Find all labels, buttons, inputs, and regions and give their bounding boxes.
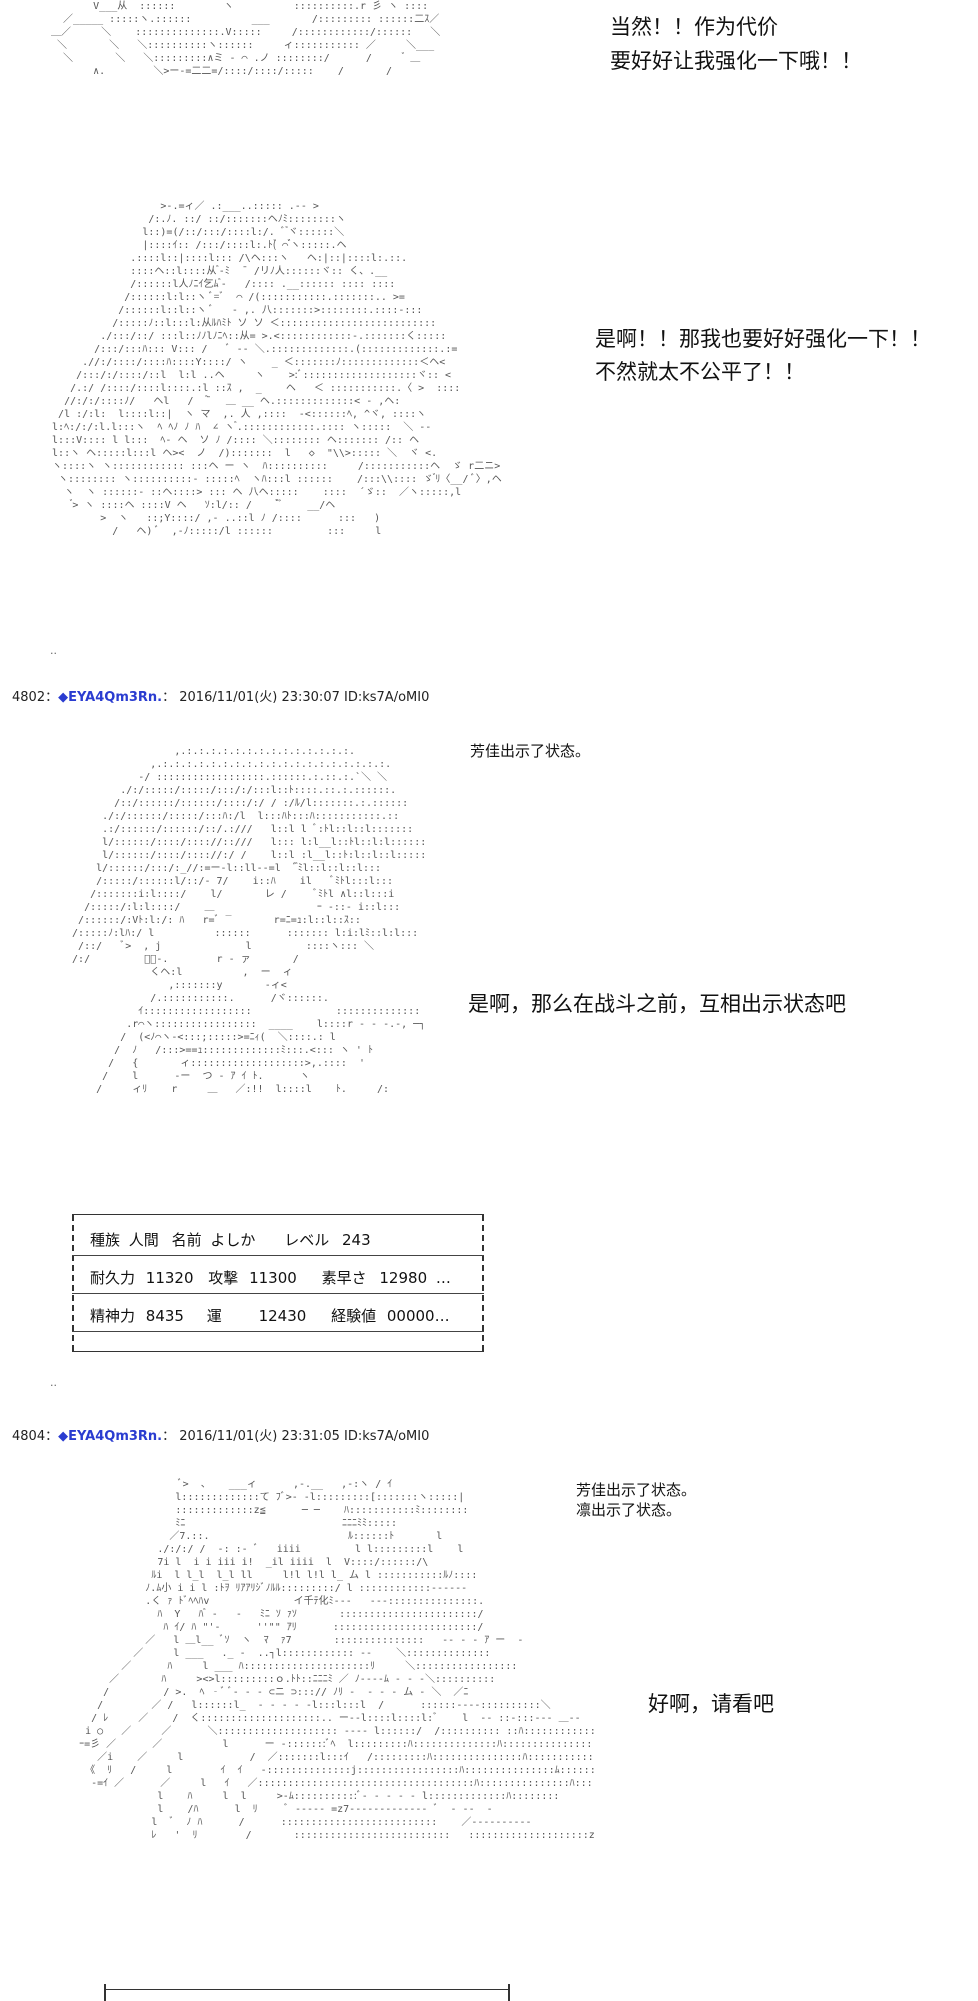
ascii-art-rin: ﾞ> 、 ___ィ ,‐.__ ,‐:ヽ / ｲ l:::::::::::::て… [79, 1479, 595, 1841]
post-author[interactable]: ◆EYA4Qm3Rn. [58, 690, 163, 705]
dialogue-line-3: 是啊，那么在战斗之前，互相出示状态吧 [468, 992, 846, 1016]
stat-row-2-tail: … [435, 1269, 451, 1287]
bottom-box-right-tick [508, 1984, 510, 2001]
stat-value-level: 243 [341, 1231, 371, 1249]
ascii-art-yoshika: ,.:.:.:.:.:.:.:.:.:.:.:.:.:.:. ,.:.:.:.:… [72, 746, 427, 1095]
stat-label-durability: 耐久力 [90, 1269, 136, 1287]
narration-1: 芳佳出示了状态。 [470, 742, 591, 760]
stat-value-durability: 11320 [145, 1269, 194, 1287]
stat-label-experience: 経験値 [331, 1307, 377, 1325]
stat-value-attack: 11300 [249, 1269, 297, 1287]
post-separator: ： [45, 1429, 59, 1444]
post-id[interactable]: ID:ks7A/oMI0 [344, 1429, 430, 1444]
stat-label-race: 種族 [90, 1231, 121, 1249]
dialogue-line-2a: 是啊！！那我也要好好强化一下！！ [595, 327, 931, 351]
post-colon: ： [162, 1429, 176, 1444]
status-divider-1 [72, 1255, 484, 1256]
status-row-2: 耐久力 11320 攻撃 11300 素早さ 12980 … [90, 1267, 451, 1288]
status-divider-2 [72, 1293, 484, 1294]
status-row-1: 種族 人間 名前 よしか レベル 243 [90, 1229, 371, 1250]
stat-label-speed: 素早さ [321, 1269, 367, 1287]
ascii-art-two-characters: >‐.=ィ／ .:___..::::: .‐‐ > /:.ﾉ. ::/ ::/:… [52, 201, 502, 537]
post-header-4804: 4804：◆EYA4Qm3Rn.： 2016/11/01(火) 23:31:05… [12, 1429, 429, 1445]
dialogue-line-2b: 不然就太不公平了！！ [595, 360, 805, 384]
post-datetime: 2016/11/01(火) 23:31:05 [179, 1429, 340, 1444]
post-separator: ： [45, 690, 59, 705]
post-datetime: 2016/11/01(火) 23:30:07 [179, 690, 340, 705]
ellipsis-mark: .. [50, 644, 57, 657]
post-id[interactable]: ID:ks7A/oMI0 [344, 690, 430, 705]
narration-2: 芳佳出示了状态。 [576, 1481, 697, 1499]
narration-3: 凛出示了状态。 [576, 1501, 682, 1519]
post-number: 4804 [12, 1429, 46, 1444]
status-box-left-border [72, 1215, 74, 1351]
stat-value-experience: 00000… [386, 1307, 450, 1325]
stat-value-luck: 12430 [258, 1307, 307, 1325]
post-number: 4802 [12, 690, 46, 705]
stat-label-name: 名前 [171, 1231, 202, 1249]
post-author[interactable]: ◆EYA4Qm3Rn. [58, 1429, 163, 1444]
post-colon: ： [162, 690, 176, 705]
stat-label-level: レベル [284, 1231, 330, 1249]
bottom-box-border [104, 1984, 510, 2001]
dialogue-line-4: 好啊，请看吧 [648, 1692, 774, 1716]
ascii-art-top: V___从 :::::: ヽ ::::::::::.r 彡 ヽ :::: ／__… [51, 1, 441, 77]
stat-value-speed: 12980 [379, 1269, 428, 1287]
stat-label-spirit: 精神力 [90, 1307, 136, 1325]
stat-value-name: よしか [210, 1231, 256, 1249]
status-box-right-border [482, 1215, 484, 1351]
ellipsis-mark: .. [50, 1376, 57, 1389]
dialogue-line-1a: 当然！！作为代价 [610, 15, 778, 39]
stat-value-race: 人間 [128, 1231, 159, 1249]
post-header-4802: 4802：◆EYA4Qm3Rn.： 2016/11/01(火) 23:30:07… [12, 690, 429, 706]
stat-value-spirit: 8435 [145, 1307, 184, 1325]
dialogue-line-1b: 要好好让我强化一下哦！！ [610, 49, 862, 73]
bottom-box-left-tick [104, 1984, 106, 2001]
stat-label-attack: 攻撃 [208, 1269, 239, 1287]
status-row-3: 精神力 8435 運 12430 経験値 00000… [90, 1305, 450, 1326]
stat-label-luck: 運 [206, 1307, 222, 1325]
status-box: 種族 人間 名前 よしか レベル 243 耐久力 11320 攻撃 11300 … [72, 1214, 484, 1352]
status-divider-3 [72, 1331, 484, 1332]
